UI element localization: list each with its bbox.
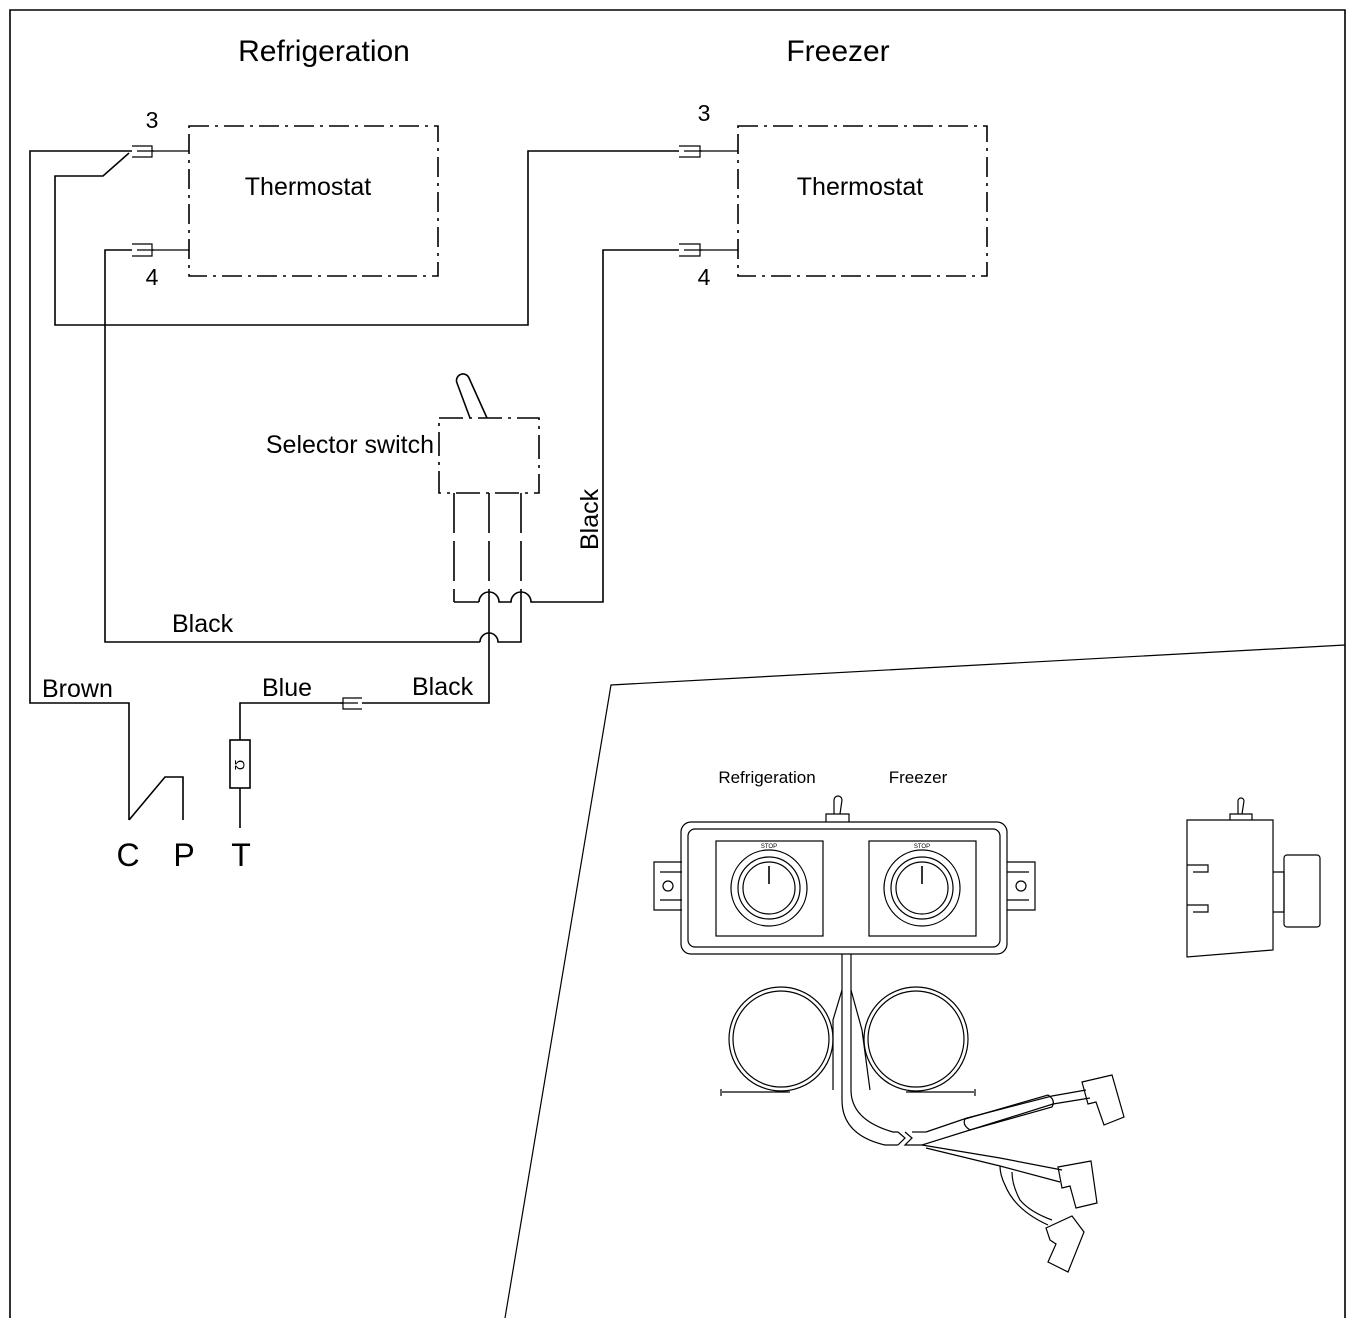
black-bottom-label: Black xyxy=(412,673,474,701)
right-mounting-ear xyxy=(1007,861,1036,911)
refrigeration-4-black-wire xyxy=(104,249,480,643)
refrigeration-connector-4 xyxy=(132,243,189,257)
control-box-illustration: Refrigeration Freezer STOP STOP xyxy=(653,768,1125,1273)
brown-label: Brown xyxy=(42,675,113,703)
freezer-thermostat: Thermostat xyxy=(737,125,988,277)
left-dial-stop: STOP xyxy=(761,844,777,850)
cp-switch xyxy=(128,776,184,821)
freezer-thermostat-label: Thermostat xyxy=(797,173,923,201)
ohm-symbol: Ω xyxy=(232,760,248,770)
resistor-symbol: Ω xyxy=(229,739,251,789)
selector-switch-label: Selector switch xyxy=(266,431,434,459)
right-dial-stop: STOP xyxy=(914,844,930,850)
freezer-connector-3 xyxy=(679,145,738,158)
right-capillary-coil xyxy=(863,986,969,1092)
plug-3 xyxy=(1045,1215,1085,1273)
right-dial-knob xyxy=(883,849,961,927)
freezer-4-black-wire xyxy=(535,249,679,603)
freezer-connector-4 xyxy=(679,243,738,257)
control-box-housing xyxy=(680,821,1008,955)
refrigeration-3-to-freezer-3-wire xyxy=(54,150,679,326)
left-dial-plate xyxy=(715,840,824,937)
plug-1 xyxy=(1081,1074,1125,1126)
right-dial-plate xyxy=(868,840,977,937)
refrigeration-pin-3: 3 xyxy=(146,107,159,133)
terminal-p: P xyxy=(173,837,194,873)
freezer-pin-3: 3 xyxy=(698,100,711,126)
freezer-title: Freezer xyxy=(786,35,889,68)
terminal-t: T xyxy=(231,837,251,873)
wire-crossover-2 xyxy=(479,632,500,643)
blue-label: Blue xyxy=(262,674,312,702)
wire-harness xyxy=(841,954,898,1146)
brown-wire xyxy=(29,150,132,820)
toggle-lever-icon xyxy=(455,373,488,419)
blue-wire-connector xyxy=(340,697,362,710)
left-dial-knob xyxy=(730,849,808,927)
control-box-side-view xyxy=(1186,797,1321,958)
refrigeration-pin-4: 4 xyxy=(146,264,159,290)
left-capillary-coil xyxy=(728,986,834,1092)
diagram-border xyxy=(9,9,1346,1318)
plug-2 xyxy=(1057,1160,1098,1209)
selector-to-blue-black-wire xyxy=(362,632,490,704)
inset-separator xyxy=(504,644,1346,1318)
inset-refrigeration-label: Refrigeration xyxy=(718,768,815,787)
refrigeration-connector-3 xyxy=(132,145,189,158)
side-view-knob xyxy=(1283,854,1321,928)
inset-toggle-icon xyxy=(833,795,843,815)
blue-wire xyxy=(239,702,343,740)
refrigeration-title: Refrigeration xyxy=(238,35,410,68)
selector-switch: Selector switch xyxy=(266,373,540,643)
black-vertical-label: Black xyxy=(576,488,604,550)
refrigeration-thermostat-label: Thermostat xyxy=(245,173,371,201)
black-horizontal-label: Black xyxy=(172,610,234,638)
left-mounting-ear xyxy=(653,861,682,911)
inset-freezer-label: Freezer xyxy=(889,768,948,787)
wire-crossover-1 xyxy=(478,591,535,603)
freezer-pin-4: 4 xyxy=(698,264,711,290)
refrigeration-thermostat: Thermostat xyxy=(188,125,439,277)
terminal-c: C xyxy=(116,837,139,873)
